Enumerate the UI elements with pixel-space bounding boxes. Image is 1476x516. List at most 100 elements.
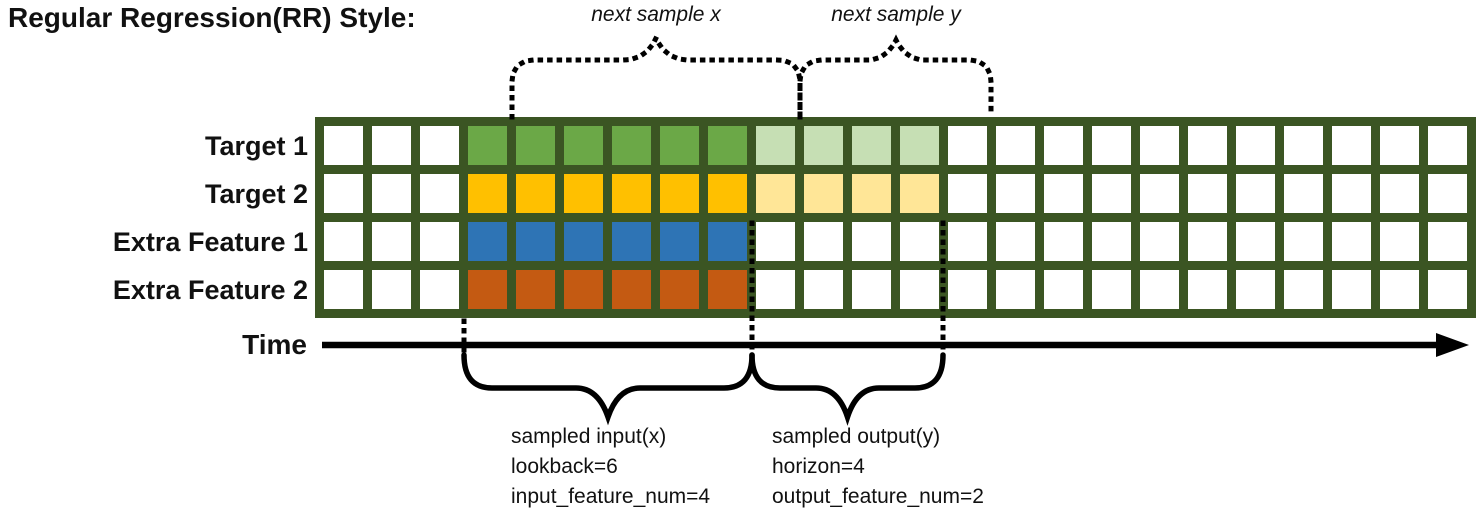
grid-cell bbox=[324, 126, 363, 165]
grid-cell bbox=[516, 270, 555, 309]
grid-cell bbox=[1188, 126, 1227, 165]
grid-cell bbox=[1284, 174, 1323, 213]
grid-cell bbox=[612, 174, 651, 213]
grid-cell bbox=[324, 222, 363, 261]
grid-cell bbox=[1332, 270, 1371, 309]
grid-cell bbox=[900, 222, 939, 261]
grid-cell bbox=[708, 126, 747, 165]
row-label-target-2: Target 2 bbox=[204, 178, 308, 209]
page-title: Regular Regression(RR) Style: bbox=[8, 2, 416, 33]
grid-cell bbox=[660, 270, 699, 309]
grid-cell bbox=[1236, 174, 1275, 213]
grid-cell bbox=[852, 174, 891, 213]
lookback-line: lookback=6 bbox=[511, 455, 618, 478]
grid-cell bbox=[1188, 270, 1227, 309]
grid-cell bbox=[564, 270, 603, 309]
grid-cell bbox=[948, 270, 987, 309]
grid-cell bbox=[660, 126, 699, 165]
grid-cell bbox=[1044, 126, 1083, 165]
grid-cell bbox=[1092, 270, 1131, 309]
next-sample-y-label: next sample y bbox=[831, 3, 961, 26]
grid-cell bbox=[564, 126, 603, 165]
row-label-extra-feature-2: Extra Feature 2 bbox=[112, 274, 308, 305]
grid-cell bbox=[900, 174, 939, 213]
grid-cell bbox=[996, 222, 1035, 261]
grid-cell bbox=[948, 174, 987, 213]
grid-cell bbox=[372, 270, 411, 309]
grid-cell bbox=[324, 174, 363, 213]
grid-cell bbox=[756, 126, 795, 165]
grid-cell bbox=[996, 126, 1035, 165]
grid-cell bbox=[1380, 270, 1419, 309]
grid-cell bbox=[1236, 222, 1275, 261]
grid-cell bbox=[1188, 222, 1227, 261]
grid-cell bbox=[564, 174, 603, 213]
grid-cell bbox=[852, 222, 891, 261]
next-sample-x-brace bbox=[509, 31, 803, 120]
grid-cell bbox=[1284, 222, 1323, 261]
sampled-output-annotation: sampled output(y) horizon=4 output_featu… bbox=[772, 422, 984, 512]
grid-cell bbox=[1236, 270, 1275, 309]
grid-cell bbox=[1092, 222, 1131, 261]
grid-cell bbox=[948, 126, 987, 165]
sampled-output-brace bbox=[749, 352, 946, 426]
output-feature-num-line: output_feature_num=2 bbox=[772, 485, 984, 508]
grid-cell bbox=[1380, 126, 1419, 165]
grid-cell bbox=[708, 270, 747, 309]
row-labels: Target 1 Target 2 Extra Feature 1 Extra … bbox=[0, 122, 308, 314]
grid-cell bbox=[1044, 174, 1083, 213]
grid-cell bbox=[420, 174, 459, 213]
grid-cell bbox=[1332, 222, 1371, 261]
sample-grid bbox=[315, 117, 1476, 318]
sampled-output-line: sampled output(y) bbox=[772, 425, 941, 448]
grid-cell bbox=[1284, 270, 1323, 309]
grid-cell bbox=[1380, 174, 1419, 213]
sampled-input-line: sampled input(x) bbox=[511, 425, 667, 448]
grid-cell bbox=[1428, 174, 1467, 213]
grid-cell bbox=[1092, 174, 1131, 213]
horizon-line: horizon=4 bbox=[772, 455, 865, 478]
grid-cell bbox=[804, 270, 843, 309]
grid-cell bbox=[468, 270, 507, 309]
grid-cell bbox=[1284, 126, 1323, 165]
grid-cell bbox=[516, 222, 555, 261]
input-feature-num-line: input_feature_num=4 bbox=[511, 485, 711, 508]
row-label-target-1: Target 1 bbox=[204, 130, 308, 161]
grid-cell bbox=[1092, 126, 1131, 165]
grid-cell bbox=[852, 270, 891, 309]
grid-cell bbox=[1140, 174, 1179, 213]
grid-cell bbox=[660, 222, 699, 261]
grid-cell bbox=[804, 126, 843, 165]
grid-cell bbox=[372, 126, 411, 165]
grid-cell bbox=[804, 174, 843, 213]
grid-cell bbox=[612, 222, 651, 261]
grid-cell bbox=[1428, 270, 1467, 309]
grid-cell bbox=[756, 174, 795, 213]
grid-cell bbox=[660, 174, 699, 213]
grid-cell bbox=[516, 174, 555, 213]
grid-cell bbox=[996, 174, 1035, 213]
grid-cell bbox=[324, 270, 363, 309]
grid-cell bbox=[756, 222, 795, 261]
grid-cell bbox=[612, 126, 651, 165]
grid-cell bbox=[468, 126, 507, 165]
grid-cell bbox=[1188, 174, 1227, 213]
row-label-extra-feature-1: Extra Feature 1 bbox=[112, 226, 308, 257]
grid-cell bbox=[1140, 222, 1179, 261]
grid-cell bbox=[468, 174, 507, 213]
grid-cell bbox=[564, 222, 603, 261]
grid-cell bbox=[420, 222, 459, 261]
grid-cell bbox=[996, 270, 1035, 309]
time-axis-label: Time bbox=[242, 329, 307, 360]
grid-cell bbox=[1044, 222, 1083, 261]
grid-cell bbox=[1428, 126, 1467, 165]
grid-cell bbox=[1332, 126, 1371, 165]
grid-cell bbox=[1044, 270, 1083, 309]
grid-cell bbox=[420, 270, 459, 309]
grid-cell bbox=[708, 174, 747, 213]
sampled-input-annotation: sampled input(x) lookback=6 input_featur… bbox=[511, 422, 710, 512]
grid-cell bbox=[804, 222, 843, 261]
grid-cell bbox=[708, 222, 747, 261]
